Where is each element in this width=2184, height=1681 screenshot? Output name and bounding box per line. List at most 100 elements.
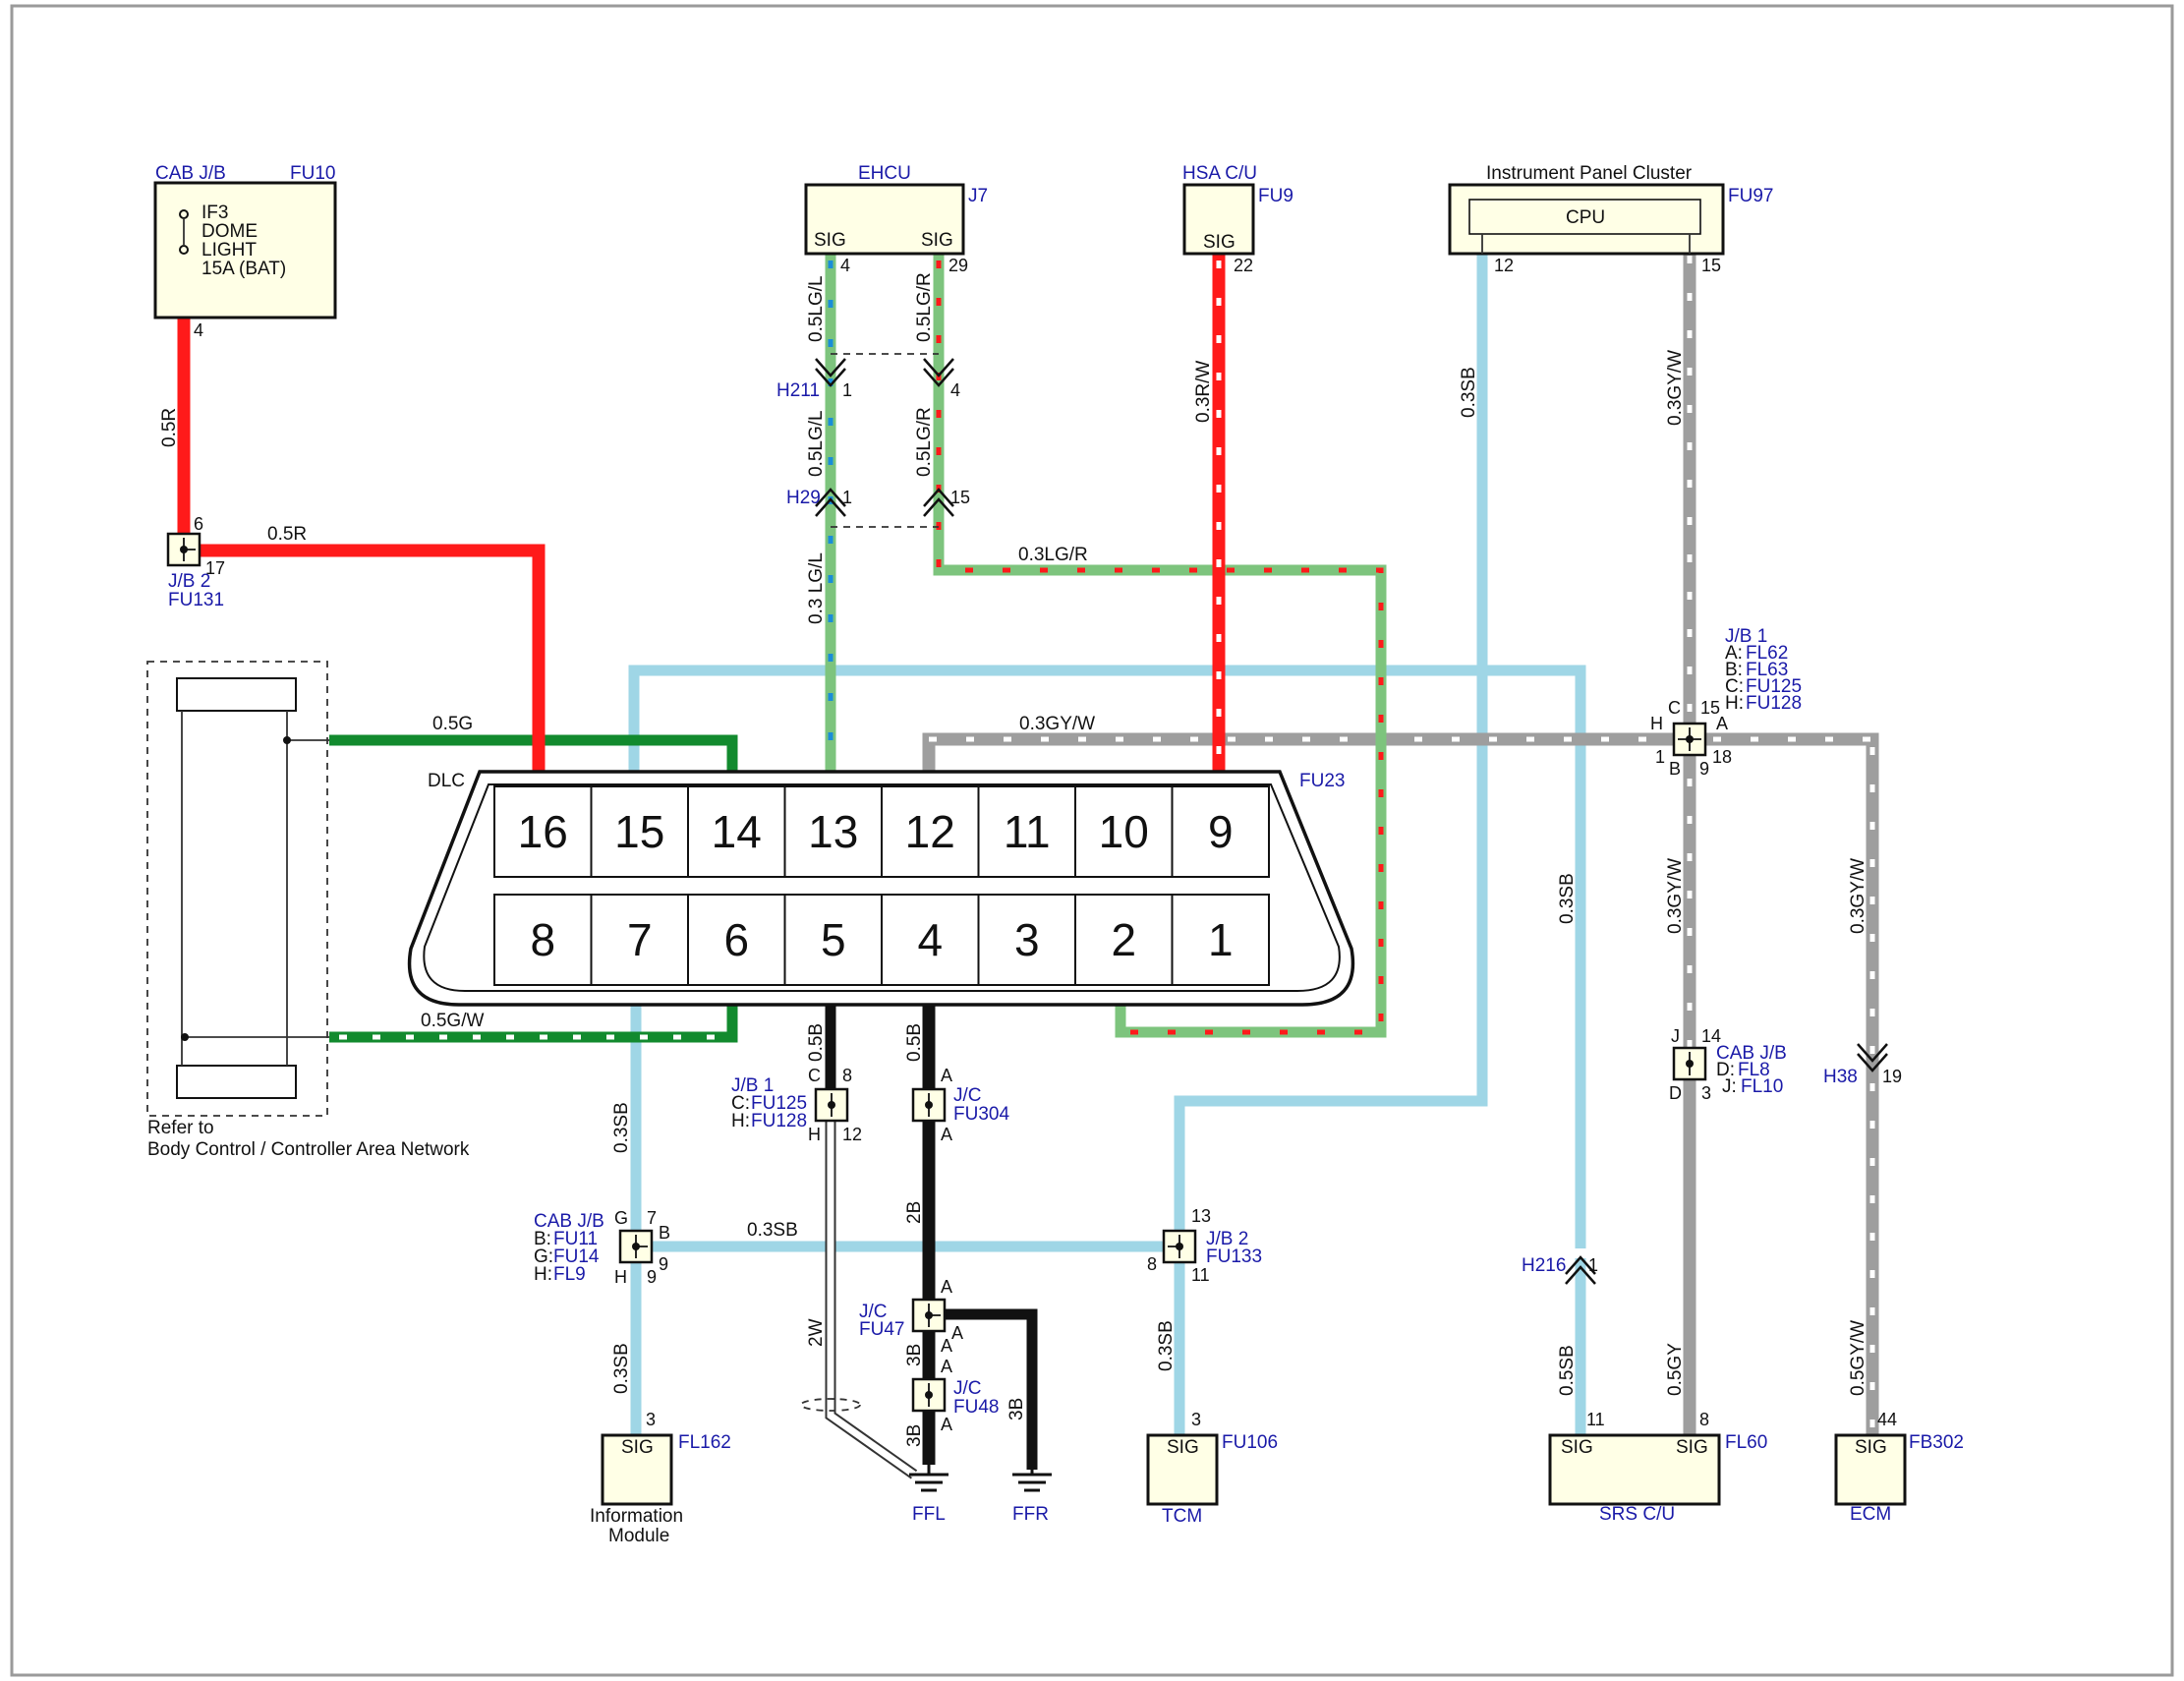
dlc-pin-cell[interactable] bbox=[493, 785, 593, 878]
label-rw: 0.3R/W bbox=[1193, 361, 1214, 423]
ipc-module[interactable]: Instrument Panel Cluster FU97 CPU 12 15 bbox=[1448, 163, 1773, 275]
ipc-pin-b: 15 bbox=[1701, 256, 1721, 275]
ecm-sig: SIG bbox=[1855, 1437, 1887, 1458]
h211-pin-b: 4 bbox=[950, 380, 960, 400]
svg-text:12: 12 bbox=[842, 1125, 862, 1144]
svg-text:H: H bbox=[614, 1267, 627, 1287]
svg-text:FU131: FU131 bbox=[168, 590, 224, 610]
svg-text:A: A bbox=[941, 1357, 952, 1376]
svg-text:11: 11 bbox=[1191, 1265, 1210, 1285]
h216-name: H216 bbox=[1522, 1255, 1566, 1276]
label-gy05: 0.5GY bbox=[1665, 1343, 1686, 1396]
dlc-pin-cell[interactable] bbox=[1074, 894, 1174, 986]
cab-jb-top-module[interactable]: CAB J/B FU10 IF3 DOME LIGHT 15A (BAT) 4 bbox=[153, 163, 337, 340]
dlc-pin-cell[interactable] bbox=[590, 785, 689, 878]
svg-text:7: 7 bbox=[647, 1208, 657, 1228]
dlc-pin-cell[interactable] bbox=[977, 785, 1076, 878]
svg-text:A: A bbox=[941, 1066, 952, 1085]
ehcu-pin-a: 4 bbox=[840, 256, 850, 275]
svg-text:14: 14 bbox=[1701, 1026, 1721, 1046]
svg-text:H: H bbox=[1650, 714, 1663, 733]
label-gyw-mid: 0.3GY/W bbox=[1665, 858, 1686, 934]
svg-text:FU125: FU125 bbox=[751, 1093, 807, 1114]
svg-text:FU11: FU11 bbox=[553, 1229, 598, 1249]
srs-pin-a: 11 bbox=[1586, 1410, 1605, 1429]
label-b05-b: 0.5B bbox=[904, 1023, 925, 1062]
srs-pin-b: 8 bbox=[1699, 1410, 1709, 1429]
label-b3-c: 3B bbox=[1006, 1398, 1027, 1420]
svg-text:17: 17 bbox=[205, 558, 225, 578]
srs-module[interactable]: SIG SIG FL60 SRS C/U 11 8 bbox=[1548, 1410, 1767, 1525]
ehcu-module[interactable]: EHCU J7 SIG SIG 4 29 bbox=[804, 163, 988, 275]
hsa-code: FU9 bbox=[1258, 186, 1293, 206]
label-lgr-1: 0.5LG/R bbox=[914, 272, 935, 342]
svg-text:J: J bbox=[1671, 1026, 1680, 1046]
svg-text:A: A bbox=[941, 1277, 952, 1297]
svg-text:FU128: FU128 bbox=[1746, 693, 1802, 714]
label-sb-7: 0.3SB bbox=[611, 1102, 632, 1153]
ground-ffl bbox=[909, 1465, 948, 1492]
cab-jb-top-pin: 4 bbox=[194, 320, 203, 340]
dlc-pin-cell[interactable] bbox=[783, 785, 883, 878]
ground-ffr-label: FFR bbox=[1012, 1504, 1049, 1525]
label-gyw05: 0.5GY/W bbox=[1848, 1320, 1868, 1396]
svg-text:A: A bbox=[941, 1415, 952, 1434]
jc-fu47-labels: A J/C FU47 A A bbox=[859, 1277, 963, 1356]
dlc-pin-cell[interactable] bbox=[590, 894, 689, 986]
svg-text:C:: C: bbox=[731, 1093, 750, 1114]
dlc-pin-cell[interactable] bbox=[687, 894, 786, 986]
h216-pin: 1 bbox=[1588, 1255, 1598, 1275]
svg-text:FU125: FU125 bbox=[1746, 676, 1802, 697]
dlc-pin-number: 11 bbox=[1004, 806, 1051, 857]
tcm-module[interactable]: SIG FU106 TCM 3 bbox=[1146, 1410, 1278, 1527]
ecm-module[interactable]: SIG FB302 ECM 44 bbox=[1834, 1410, 1964, 1525]
information-module[interactable]: SIG FL162 Information Module 3 bbox=[590, 1410, 731, 1546]
dlc-pin-cell[interactable] bbox=[687, 785, 786, 878]
hsa-module[interactable]: HSA C/U FU9 SIG 22 bbox=[1182, 163, 1293, 275]
dlc-pin-number: 4 bbox=[917, 914, 943, 965]
svg-text:8: 8 bbox=[1147, 1254, 1157, 1274]
svg-text:J/C: J/C bbox=[859, 1302, 888, 1322]
svg-text:B:: B: bbox=[1725, 660, 1743, 680]
label-gyw-bus: 0.3GY/W bbox=[1019, 714, 1095, 734]
ehcu-name: EHCU bbox=[858, 163, 911, 184]
label-lgl-3: 0.3 LG/L bbox=[806, 552, 827, 624]
wire-sb-pin15 bbox=[628, 665, 1586, 1248]
dlc-pin-number: 13 bbox=[808, 806, 858, 857]
dlc-pin-cell[interactable] bbox=[1171, 894, 1270, 986]
tcm-name: TCM bbox=[1162, 1506, 1202, 1527]
label-lgr-2: 0.5LG/R bbox=[914, 407, 935, 477]
dlc-pin-cell[interactable] bbox=[783, 894, 883, 986]
srs-code: FL60 bbox=[1725, 1432, 1767, 1453]
h216-chevron bbox=[1565, 1255, 1596, 1285]
svg-text:CAB J/B: CAB J/B bbox=[534, 1211, 604, 1232]
dlc-pin-cell[interactable] bbox=[1074, 785, 1174, 878]
svg-text:C:: C: bbox=[1725, 676, 1744, 697]
bcm-reference: Refer to Body Control / Controller Area … bbox=[146, 661, 470, 1160]
jb1-right-labels: J/B 1 A:FL62 B:FL63 C:FU125 H:FU128 C 15… bbox=[1650, 626, 1802, 779]
label-b05-a: 0.5B bbox=[806, 1023, 827, 1062]
svg-text:FU47: FU47 bbox=[859, 1319, 904, 1340]
dlc-pin-number: 5 bbox=[821, 914, 846, 965]
dlc-pin-cell[interactable] bbox=[493, 894, 593, 986]
svg-text:FL9: FL9 bbox=[553, 1264, 586, 1285]
jc-fu304-labels: A J/C FU304 A bbox=[941, 1066, 1009, 1144]
svg-text:9: 9 bbox=[1699, 759, 1709, 779]
h29-chevron-b bbox=[923, 488, 954, 517]
srs-sig-b: SIG bbox=[1676, 1437, 1708, 1458]
h38-pin: 19 bbox=[1882, 1067, 1902, 1086]
ehcu-sig-b: SIG bbox=[921, 230, 953, 251]
jc-fu48-labels: A J/C FU48 A bbox=[941, 1357, 999, 1434]
svg-text:6: 6 bbox=[194, 514, 203, 534]
dlc-pin-cell[interactable] bbox=[881, 894, 980, 986]
label-b3-b: 3B bbox=[904, 1424, 925, 1447]
svg-text:FL8: FL8 bbox=[1738, 1060, 1770, 1080]
ehcu-pin-b: 29 bbox=[948, 256, 968, 275]
svg-text:J/C: J/C bbox=[953, 1085, 982, 1106]
dlc-pin-cell[interactable] bbox=[1171, 785, 1270, 878]
h29-name: H29 bbox=[786, 488, 821, 508]
svg-text:G:: G: bbox=[534, 1246, 553, 1267]
dlc-pin-number: 16 bbox=[518, 806, 568, 857]
